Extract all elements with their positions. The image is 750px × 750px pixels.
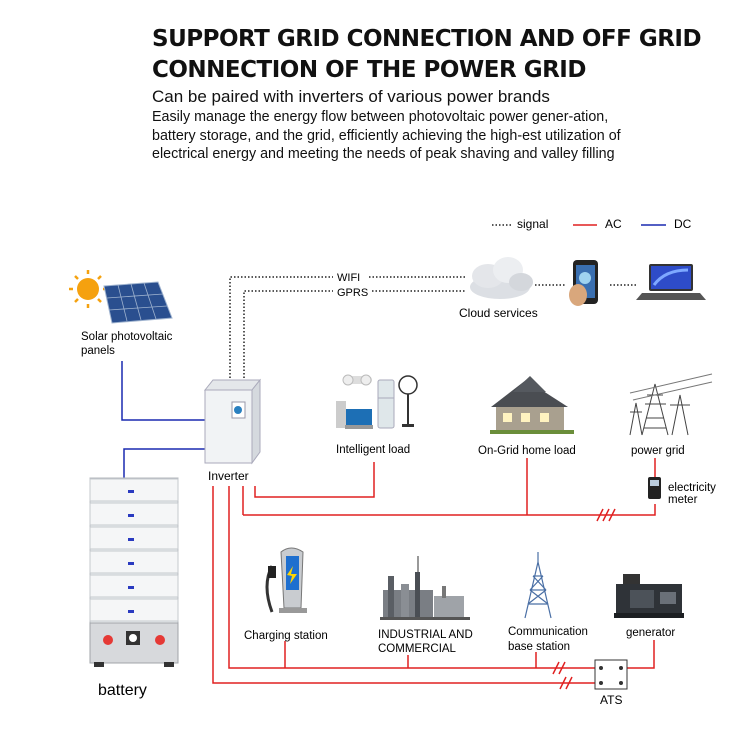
phone-icon (569, 260, 598, 306)
cloud-label: Cloud services (459, 306, 538, 320)
legend: signal AC DC (492, 217, 692, 231)
solar-panel-icon (103, 281, 173, 324)
title-line-2: CONNECTION OF THE POWER GRID (152, 57, 586, 83)
intelligent-load-icon (336, 374, 418, 429)
title-line-1: SUPPORT GRID CONNECTION AND OFF GRID (152, 26, 702, 52)
meter-label-line2: meter (668, 494, 698, 506)
signal-lines (229, 276, 638, 378)
battery-icon (89, 477, 179, 667)
solar-label-line2: panels (81, 345, 115, 357)
line-break-marks (552, 508, 616, 690)
subtitle: Can be paired with inverters of various … (152, 87, 550, 106)
generator-label: generator (626, 627, 675, 639)
comm-label-line1: Communication (508, 626, 588, 638)
meter-label-line1: electricity (668, 482, 716, 494)
communication-tower-icon (524, 552, 552, 619)
legend-dc-label: DC (674, 217, 692, 231)
solar-label-line1: Solar photovoltaic (81, 331, 173, 343)
legend-ac-label: AC (605, 217, 622, 231)
ats-switch (594, 659, 628, 690)
dc-lines (121, 361, 205, 478)
legend-signal-label: signal (517, 217, 548, 231)
ats-label: ATS (600, 693, 622, 707)
gprs-label: GPRS (337, 287, 368, 299)
description: Easily manage the energy flow between ph… (152, 109, 621, 162)
house-icon (490, 376, 574, 434)
intelligent-load-label: Intelligent load (336, 444, 410, 456)
home-load-label: On-Grid home load (478, 445, 576, 457)
laptop-icon (636, 264, 706, 300)
charging-station-icon (265, 547, 307, 613)
cloud-icon (470, 257, 533, 299)
industrial-icon (380, 556, 470, 620)
industrial-label-line2: COMMERCIAL (378, 643, 457, 655)
inverter-label: Inverter (208, 469, 249, 483)
wifi-label: WIFI (337, 272, 360, 284)
industrial-label-line1: INDUSTRIAL AND (378, 629, 473, 641)
power-grid-label: power grid (631, 445, 685, 457)
battery-label: battery (98, 682, 147, 699)
comm-label-line2: base station (508, 641, 570, 653)
page-title: SUPPORT GRID CONNECTION AND OFF GRID CON… (152, 24, 702, 86)
ac-lines (212, 458, 656, 684)
generator-icon (614, 574, 684, 618)
power-grid-icon (629, 373, 713, 436)
inverter-icon (203, 378, 262, 465)
sun-icon (69, 270, 107, 308)
charging-station-label: Charging station (244, 630, 328, 642)
electricity-meter-icon (648, 477, 661, 499)
